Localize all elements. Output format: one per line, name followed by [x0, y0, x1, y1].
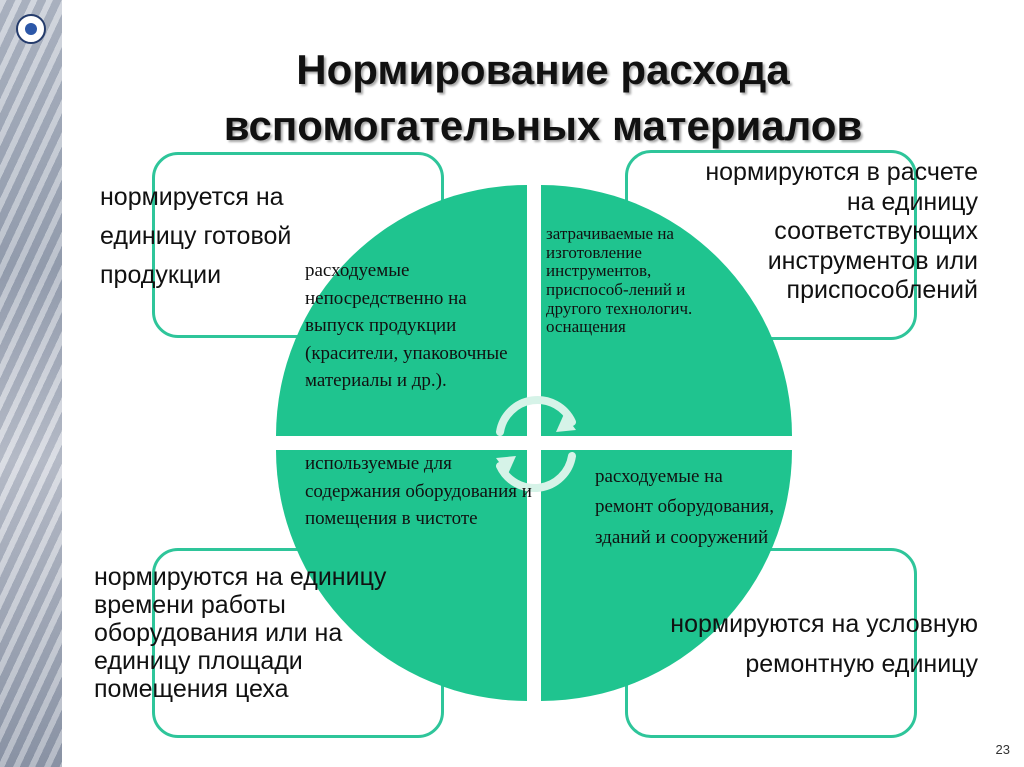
quarter-top-left [276, 185, 527, 436]
quarter-top-right [541, 185, 792, 436]
slide-title: Нормирование расхода вспомогательных мат… [62, 42, 1024, 154]
page-number: 23 [995, 742, 1010, 757]
segment-text-top-right: затрачиваемые на изготовление инструмент… [546, 224, 693, 337]
segment-text-top-left: расходуемые непосредственно на выпуск пр… [305, 260, 508, 392]
circular-arrows-icon [496, 396, 576, 492]
divider-horizontal [270, 436, 800, 450]
quarter-bottom-right [541, 450, 792, 701]
circle-quarters [276, 185, 792, 701]
corner-text-top-right: нормируются в расчете на единицу соответ… [705, 158, 978, 304]
segment-text-bottom-left: используемые для содержания оборудования… [305, 453, 532, 530]
title-line-1: Нормирование расхода [296, 46, 790, 93]
title-line-2: вспомогательных материалов [223, 102, 863, 149]
logo-circle-icon [16, 14, 46, 44]
logo-dot [25, 23, 37, 35]
decorative-side-strip [0, 0, 62, 767]
corner-text-bottom-right: нормируются на условную ремонтную единиц… [670, 610, 978, 678]
quarter-bottom-left [276, 450, 527, 701]
corner-text-top-left: нормируется на единицу готовой продукции [100, 183, 292, 289]
corner-text-bottom-left: нормируются на единицу времени работы об… [94, 563, 387, 703]
segment-text-bottom-right: расходуемые на ремонт оборудования, здан… [595, 466, 775, 548]
